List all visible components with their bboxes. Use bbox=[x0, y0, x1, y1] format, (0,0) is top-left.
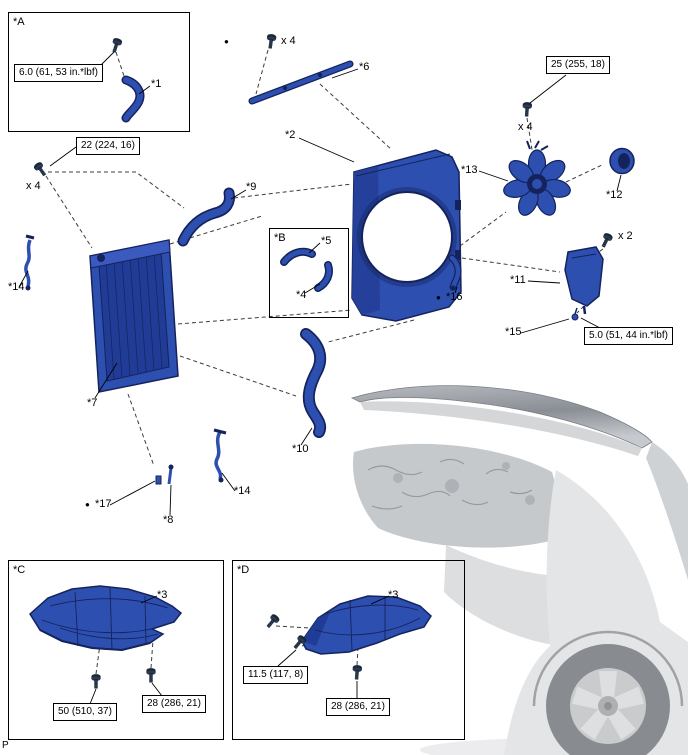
car-cowl bbox=[646, 442, 688, 580]
quantity-fan: x 4 bbox=[518, 121, 533, 133]
torque-spec-left: 22 (224, 16) bbox=[76, 137, 140, 155]
callout-5: *5 bbox=[321, 235, 332, 247]
torque-spec-box-a: 6.0 (61, 53 in.*lbf) bbox=[14, 64, 103, 82]
torque-spec-c-front: 50 (510, 37) bbox=[53, 703, 117, 721]
bullet-marker: ● bbox=[85, 500, 90, 509]
engine-detail-parts bbox=[393, 462, 535, 505]
bolt-icon bbox=[598, 231, 614, 250]
upper-hose-part-9 bbox=[177, 187, 235, 247]
fastener-part-15 bbox=[571, 307, 579, 321]
vehicle-illustration bbox=[350, 385, 688, 755]
bracket-part-14-mid bbox=[213, 428, 227, 483]
radiator-part-7 bbox=[89, 239, 179, 393]
callout-2: *2 bbox=[285, 129, 296, 141]
leader-lines bbox=[18, 51, 622, 705]
callout-14-left: *14 bbox=[8, 281, 25, 293]
callout-16: *16 bbox=[446, 291, 463, 303]
callout-1: *1 bbox=[151, 78, 162, 90]
pulley-part-12 bbox=[609, 147, 635, 175]
callout-3-c: *3 bbox=[157, 589, 168, 601]
quantity-top: x 4 bbox=[281, 35, 296, 47]
bolt-icon bbox=[521, 101, 533, 118]
callout-6: *6 bbox=[359, 61, 370, 73]
dashed-assembly-lines bbox=[45, 49, 605, 675]
detail-box-b bbox=[269, 228, 349, 318]
fan-shroud-part-2 bbox=[351, 149, 462, 322]
callout-11: *11 bbox=[510, 274, 526, 286]
reservoir-part-11 bbox=[564, 246, 604, 315]
bracket-part-14-left bbox=[24, 234, 35, 291]
clip-part-17 bbox=[155, 475, 162, 485]
torque-spec-d-rear: 28 (286, 21) bbox=[326, 698, 390, 716]
page-corner-mark: P bbox=[2, 740, 9, 751]
callout-9: *9 bbox=[246, 181, 257, 193]
hose-part-4 bbox=[314, 261, 333, 292]
callout-10: *10 bbox=[292, 443, 309, 455]
detail-box-d-label: *D bbox=[237, 564, 250, 576]
callout-7: *7 bbox=[87, 397, 98, 409]
side-cover-part-3-d bbox=[301, 595, 432, 655]
torque-spec-d-front: 11.5 (117, 8) bbox=[243, 666, 309, 684]
callout-8: *8 bbox=[163, 514, 174, 526]
callout-15: *15 bbox=[505, 326, 522, 338]
bolt-icon bbox=[265, 33, 278, 50]
bracket-part-16 bbox=[448, 254, 462, 291]
bullet-marker: ● bbox=[224, 37, 229, 46]
cooling-fan-part-13 bbox=[503, 140, 571, 216]
callout-12: *12 bbox=[606, 189, 623, 201]
detail-box-a-label: *A bbox=[13, 16, 25, 28]
car-bumper bbox=[444, 545, 560, 646]
quantity-left: x 4 bbox=[26, 180, 41, 192]
torque-spec-c-rear: 28 (286, 21) bbox=[142, 695, 206, 713]
bracket-bar-part-6 bbox=[248, 60, 354, 105]
hose-part-1 bbox=[121, 75, 145, 123]
torque-spec-fan: 25 (255, 18) bbox=[546, 56, 610, 74]
quantity-right: x 2 bbox=[618, 230, 633, 242]
callout-4: *4 bbox=[296, 289, 307, 301]
bullet-marker: ● bbox=[436, 293, 441, 302]
car-hood-underside bbox=[360, 401, 642, 456]
detail-box-c bbox=[8, 560, 224, 740]
car-wheel bbox=[532, 630, 684, 755]
callout-13: *13 bbox=[461, 164, 478, 176]
wheel-arch bbox=[532, 630, 684, 707]
pin-part-8 bbox=[167, 464, 174, 485]
bolt-icon bbox=[32, 160, 49, 179]
detail-box-b-label: *B bbox=[274, 232, 286, 244]
lower-hose-part-10 bbox=[300, 328, 327, 438]
detail-box-c-label: *C bbox=[13, 564, 26, 576]
callout-14-mid: *14 bbox=[234, 485, 251, 497]
detail-box-d bbox=[232, 560, 465, 740]
detail-box-a bbox=[8, 12, 190, 132]
callout-17: *17 bbox=[95, 498, 112, 510]
torque-spec-right: 5.0 (51, 44 in.*lbf) bbox=[584, 327, 673, 345]
engine-detail-lines bbox=[367, 458, 533, 510]
callout-3-d: *3 bbox=[388, 589, 399, 601]
